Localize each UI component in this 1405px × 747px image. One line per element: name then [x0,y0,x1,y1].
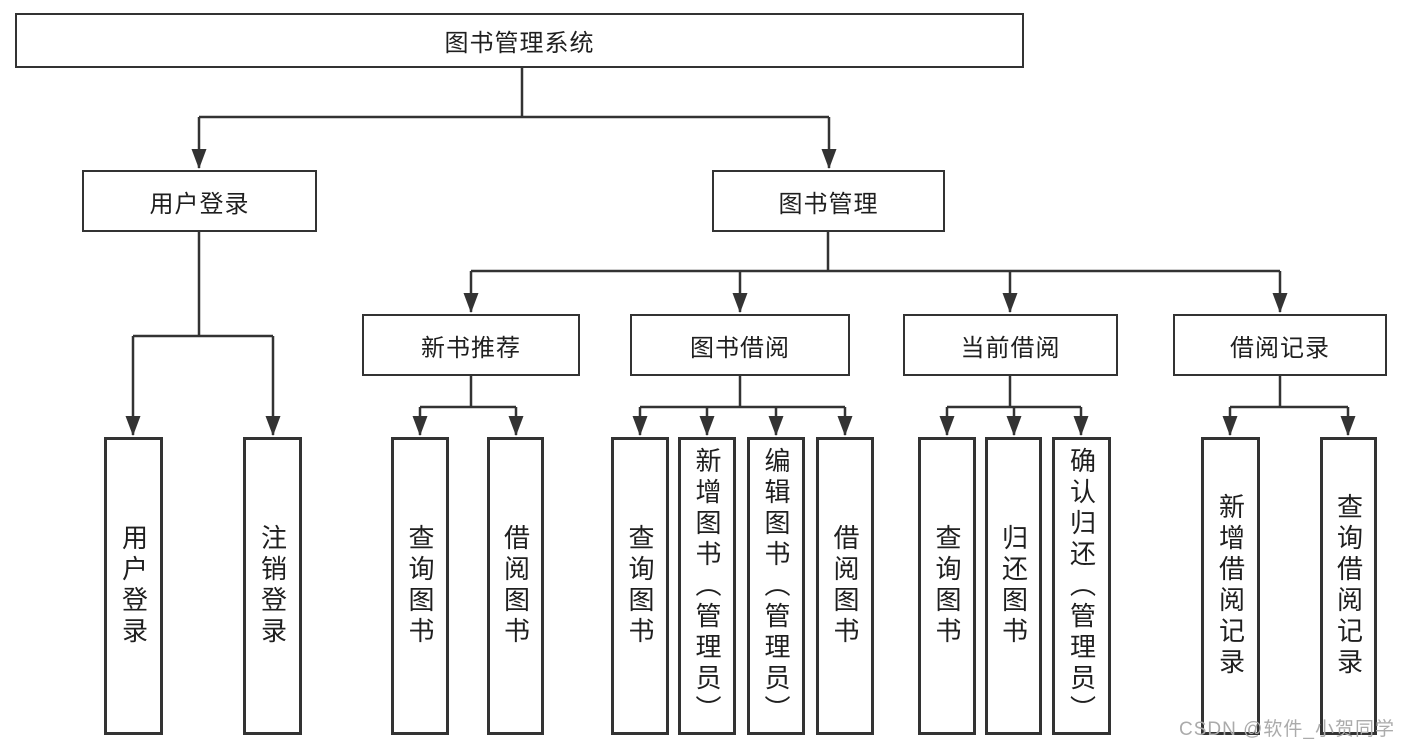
leaf-borrow-books-recommend: 借阅图书 [487,437,544,735]
node-current-borrow: 当前借阅 [903,314,1118,376]
node-book-management: 图书管理 [712,170,945,232]
leaf-edit-book-admin: 编辑图书（管理员） [747,437,805,735]
node-label: 借阅图书 [500,524,531,648]
leaf-borrow-books: 借阅图书 [816,437,874,735]
node-label: 查询图书 [932,524,962,648]
csdn-watermark: CSDN @软件_小贺同学 [1179,719,1395,740]
leaf-add-borrow-record: 新增借阅记录 [1201,437,1260,735]
node-label: 图书管理系统 [444,30,595,57]
node-label: 用户登录 [118,524,149,648]
node-label: 当前借阅 [960,334,1061,362]
node-label: 用户登录 [149,190,250,218]
leaf-query-borrow-record: 查询借阅记录 [1320,437,1377,735]
node-label: 借阅记录 [1230,334,1330,362]
leaf-query-books-current: 查询图书 [918,437,976,735]
node-label: 新增借阅记录 [1215,493,1246,679]
node-label: 确认归还（管理员） [1066,446,1097,726]
node-label: 图书管理 [778,190,879,218]
leaf-logout: 注销登录 [243,437,302,735]
node-label: 查询图书 [405,524,435,648]
node-label: 图书借阅 [690,334,790,362]
node-label: 借阅图书 [830,524,860,648]
node-label: 新书推荐 [421,334,521,362]
node-label: 查询图书 [625,524,655,648]
leaf-query-books-recommend: 查询图书 [391,437,449,735]
node-label: 新增图书（管理员） [692,446,722,726]
node-label: 归还图书 [998,524,1029,648]
leaf-return-book: 归还图书 [985,437,1042,735]
leaf-query-books-borrow: 查询图书 [611,437,669,735]
leaf-user-login: 用户登录 [104,437,163,735]
node-borrow-records: 借阅记录 [1173,314,1387,376]
node-root: 图书管理系统 [15,13,1024,68]
node-user-login: 用户登录 [82,170,317,232]
node-label: 注销登录 [257,524,288,648]
node-label: 编辑图书（管理员） [761,446,791,726]
node-new-book-recommend: 新书推荐 [362,314,580,376]
node-label: 查询借阅记录 [1333,493,1364,679]
leaf-add-book-admin: 新增图书（管理员） [678,437,736,735]
leaf-confirm-return-admin: 确认归还（管理员） [1052,437,1111,735]
node-book-borrow: 图书借阅 [630,314,850,376]
